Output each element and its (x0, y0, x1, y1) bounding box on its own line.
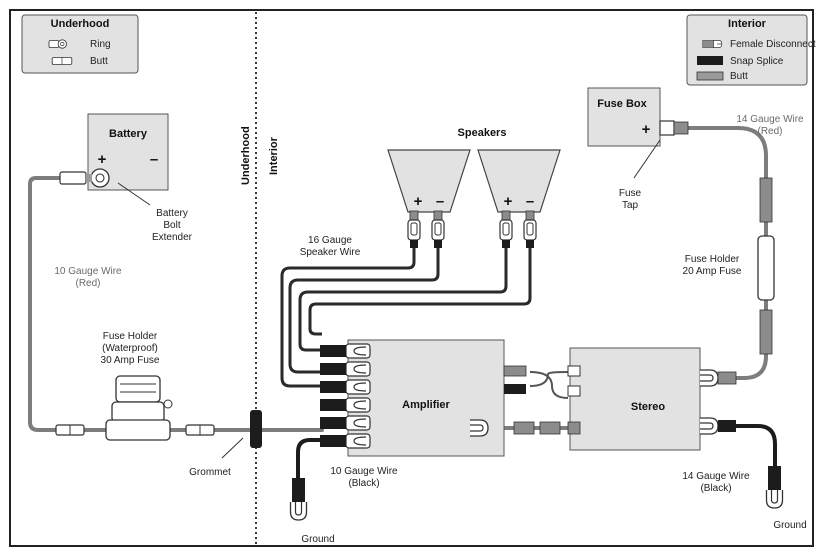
ten-gauge-red-wire (28, 176, 324, 432)
underhood-legend-title: Underhood (51, 18, 110, 30)
stereo-label: Stereo (631, 401, 666, 413)
fourteen-gauge-black-wire (734, 424, 777, 480)
ten-gauge-red-label-1: 10 Gauge Wire (54, 266, 122, 277)
amp-stereo-snap-splice-2 (539, 421, 561, 435)
fourteen-red-label-1: 14 Gauge Wire (736, 114, 804, 125)
battery-plus: + (98, 151, 107, 168)
fourteen-black-label-2: (Black) (700, 483, 731, 494)
diagram-frame (9, 9, 814, 547)
fuse-holder-20a-line1: Fuse Holder (685, 254, 740, 265)
amp-stereo-snap-splice (513, 421, 535, 435)
interior-legend-butt: Butt (730, 71, 748, 82)
battery-title: Battery (109, 128, 148, 140)
ten-gauge-black-wire (296, 438, 324, 480)
fuse-holder-20a-line2: 20 Amp Fuse (683, 266, 742, 277)
battery-bolt-extender (59, 168, 110, 188)
fuse-holder-30a-line1: Fuse Holder (103, 331, 158, 342)
amplifier: Amplifier (320, 339, 527, 457)
ground-left-label: Ground (301, 534, 334, 545)
fuse-tap-label-1: Fuse (619, 188, 642, 199)
battery-bolt-leader (117, 182, 151, 206)
ground-terminal-left (289, 478, 308, 521)
grommet-label: Grommet (189, 467, 231, 478)
speakers-title: Speakers (458, 127, 507, 139)
fuse-holder-30a-line3: 30 Amp Fuse (101, 355, 160, 366)
ground-terminal-right (765, 466, 784, 509)
amplifier-label: Amplifier (402, 399, 450, 411)
ten-gauge-black-label-1: 10 Gauge Wire (330, 466, 398, 477)
interior-legend-female: Female Disconnect (730, 39, 816, 50)
speaker-left-plus: + (414, 193, 423, 210)
amp-stereo-link-lower (529, 371, 569, 387)
interior-zone-label: Interior (268, 136, 280, 175)
battery-bolt-label-1: Battery (156, 208, 188, 219)
grommet (250, 410, 262, 448)
battery-bolt-label-3: Extender (152, 232, 193, 243)
butt-connector-left (55, 424, 85, 436)
speaker-wire-2 (288, 245, 440, 374)
speaker-left: + – (387, 149, 471, 249)
ten-gauge-red-label-2: (Red) (75, 278, 100, 289)
interior-legend-snap: Snap Splice (730, 56, 784, 67)
fuse-holder-30a (105, 375, 173, 441)
fourteen-black-label-1: 14 Gauge Wire (682, 471, 750, 482)
stereo: Stereo (567, 347, 737, 451)
battery-bolt-label-2: Bolt (163, 220, 180, 231)
speaker-left-minus: – (436, 193, 444, 210)
sixteen-gauge-label-2: Speaker Wire (300, 247, 361, 258)
fuse-tap (659, 120, 689, 136)
interior-legend-title: Interior (728, 18, 767, 30)
fuse-holder-20a (757, 177, 775, 355)
fuse-holder-30a-line2: (Waterproof) (102, 343, 158, 354)
ten-gauge-black-label-2: (Black) (348, 478, 379, 489)
fuse-tap-leader (633, 139, 661, 179)
battery-minus: – (150, 151, 158, 168)
speaker-right-minus: – (526, 193, 534, 210)
amp-stereo-link-upper (529, 371, 569, 399)
butt-connector-right (185, 424, 215, 436)
ground-right-label: Ground (773, 520, 806, 531)
speaker-wire-4 (308, 245, 532, 336)
fuse-box-plus: + (642, 121, 651, 138)
sixteen-gauge-label-1: 16 Gauge (308, 235, 352, 246)
speaker-right-plus: + (504, 193, 513, 210)
underhood-legend-ring: Ring (90, 39, 111, 50)
underhood-legend: Underhood Ring Butt (21, 14, 139, 74)
fuse-box: Fuse Box + (587, 87, 661, 147)
fuse-tap-label-2: Tap (622, 200, 639, 211)
speaker-wire-1 (280, 245, 416, 388)
interior-legend: Interior Female Disconnect Snap Splice B… (686, 14, 816, 86)
fuse-box-title: Fuse Box (597, 98, 647, 110)
speaker-right: + – (477, 149, 561, 249)
speaker-wire-3 (298, 245, 508, 352)
underhood-zone-label: Underhood (240, 126, 252, 185)
grommet-leader (221, 437, 244, 459)
fourteen-red-label-2: (Red) (757, 126, 782, 137)
underhood-legend-butt: Butt (90, 56, 108, 67)
